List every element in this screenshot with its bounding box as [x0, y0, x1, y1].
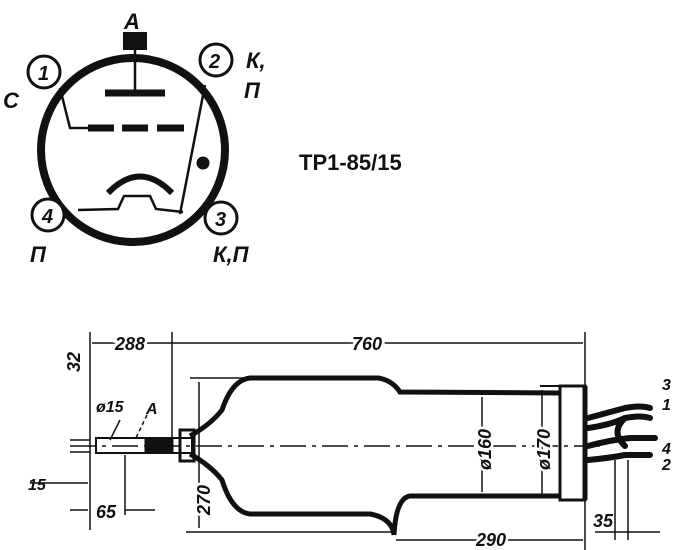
dim-phi15: ø15 [96, 399, 125, 416]
dim-15: 15 [28, 477, 47, 494]
base-leads [585, 403, 658, 463]
pin-4-label: П [30, 242, 47, 267]
pin-2-number: 2 [208, 51, 220, 73]
heater [77, 194, 184, 214]
lead-number-1: 1 [662, 397, 671, 414]
cathode-lead [178, 84, 207, 215]
grid-lead [58, 87, 88, 130]
pin-4 [30, 197, 66, 233]
pin-2-label-2: П [244, 78, 261, 103]
lead-number-4: 4 [661, 441, 671, 458]
anode-terminal-label: А [145, 401, 158, 418]
envelope-circle [37, 54, 229, 246]
dim-32: 32 [64, 352, 84, 372]
anode-cap [123, 32, 147, 50]
pin-3-label: К,П [213, 242, 250, 267]
dim-760: 760 [352, 334, 382, 354]
dim-288: 288 [114, 334, 145, 354]
dim-phi160: ø160 [475, 429, 495, 470]
dim-65: 65 [96, 502, 117, 522]
pin-2-label-1: К, [246, 48, 266, 73]
lead-number-2: 2 [661, 457, 671, 474]
pin-1 [26, 54, 62, 90]
dim-290: 290 [475, 530, 506, 550]
tube-type-title: ТР1-85/15 [299, 150, 402, 175]
pin-3-number: 3 [215, 209, 226, 231]
dim-phi170: ø170 [534, 429, 554, 470]
pin-4-number: 4 [41, 206, 53, 228]
pin-1-label: С [3, 88, 20, 113]
anode-label: А [123, 9, 140, 34]
cathode [105, 173, 175, 196]
dim-35: 35 [593, 511, 614, 531]
pin-3 [203, 200, 239, 236]
lead-number-3: 3 [662, 377, 671, 394]
dim-270: 270 [194, 485, 214, 516]
gas-fill-dot [196, 156, 210, 170]
base-diagram [26, 32, 239, 246]
pin-1-number: 1 [38, 63, 49, 85]
pin-2 [198, 42, 234, 78]
outline-drawing [30, 332, 660, 550]
